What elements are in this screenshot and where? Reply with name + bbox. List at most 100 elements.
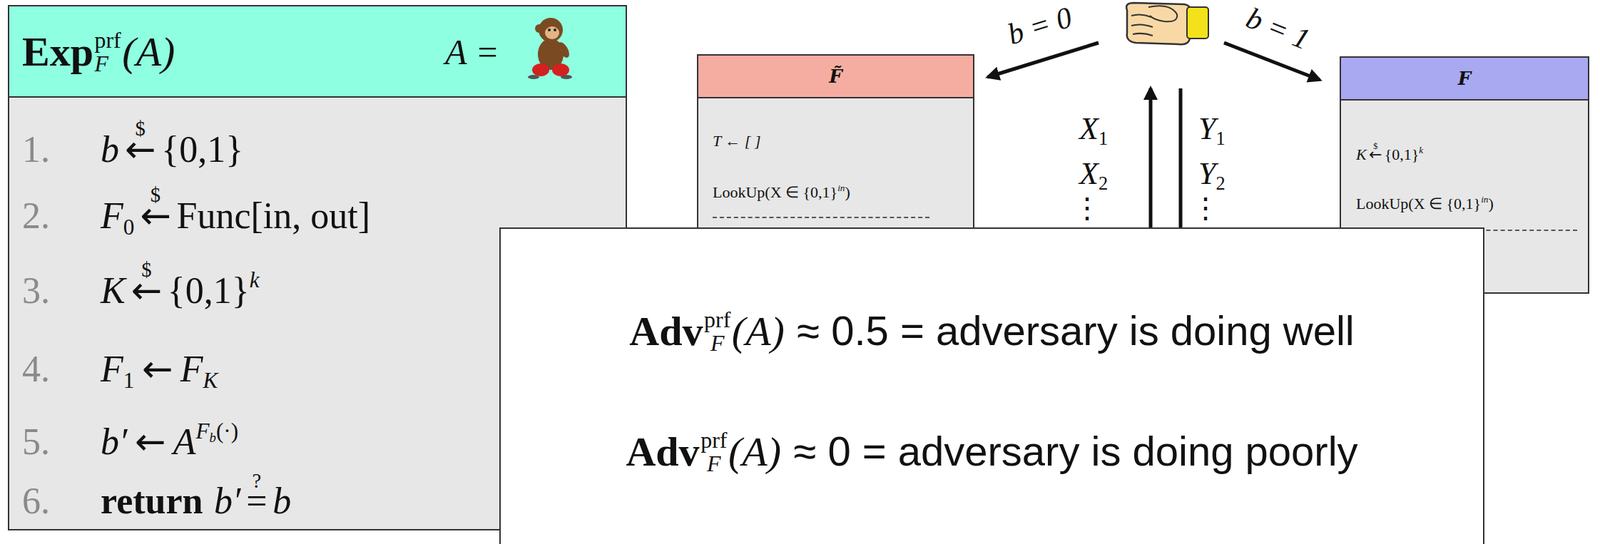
query-arrow — [1149, 88, 1153, 236]
caption-text: ≈ 0.5 = adversary is doing well — [796, 307, 1354, 354]
script-sup: in — [1480, 194, 1489, 205]
bold-text: Adv — [625, 428, 700, 476]
math-text: b = 0 — [1003, 0, 1076, 52]
step-number: 3. — [22, 268, 101, 314]
script-sup: Fb(·) — [196, 418, 239, 444]
math-text: b = 1 — [1241, 1, 1315, 57]
math-text: 1 — [1098, 127, 1108, 150]
sub-superscript: prfF — [700, 428, 727, 477]
response-line — [1179, 88, 1183, 236]
stacked-symbol: ←$ — [1368, 145, 1382, 165]
step-number: 2. — [22, 194, 101, 239]
text-row: F — [1341, 67, 1588, 90]
text-row: 2.F0←$Func[in, out] — [22, 193, 371, 242]
bold-text: Exp — [22, 28, 94, 75]
script-sup: in — [837, 182, 845, 194]
text-row: F̃ — [698, 65, 973, 88]
adversary-icon — [519, 12, 584, 81]
caption-text: ≈ 0 = adversary is doing poorly — [793, 427, 1358, 475]
math-text: F — [196, 418, 210, 444]
math-text: k — [249, 267, 260, 293]
label: b = 1 — [1241, 0, 1316, 58]
math-text: k — [1418, 144, 1424, 156]
math-text: in — [837, 182, 845, 194]
math-text: {0,1} — [167, 270, 250, 312]
math-text: X — [1079, 111, 1099, 147]
math-text: LookUp(X ∈ {0,1} — [712, 183, 838, 202]
math-text: (A) — [121, 28, 175, 75]
math-text: $ — [139, 185, 172, 207]
label: ⋮ — [1191, 191, 1220, 226]
math-text: X — [1079, 156, 1099, 192]
label: Y1 — [1198, 110, 1226, 151]
script-sub: b — [209, 430, 217, 446]
script-sup: k — [249, 267, 260, 293]
text-row: 3.K←${0,1}k — [22, 266, 260, 314]
math-text: Y — [1198, 111, 1216, 147]
script-sub: 2 — [1215, 172, 1225, 195]
stacked-symbol: ←$ — [124, 126, 157, 172]
math-text: ) — [844, 183, 850, 202]
math-text: b′ — [100, 421, 127, 463]
script-sub: 1 — [1098, 127, 1108, 150]
math-text: $ — [124, 119, 157, 140]
step-number: 1. — [22, 127, 101, 172]
text-row: AdvprfF(A)≈ 0.5 = adversary is doing wel… — [500, 306, 1484, 357]
math-text: LookUp(X ∈ {0,1} — [1356, 194, 1481, 213]
math-text: F — [100, 195, 124, 237]
sub-superscript: prfF — [704, 308, 731, 356]
math-text: F — [180, 348, 204, 390]
text-row: LookUp(X ∈ {0,1}in) — [1356, 194, 1494, 214]
text-row: T ← [ ] — [712, 131, 761, 151]
label: Y2 — [1198, 155, 1226, 196]
stacked-symbol: =? — [246, 479, 267, 524]
math-text: $ — [130, 260, 162, 282]
script-sup: k — [1418, 144, 1424, 156]
step-number: 6. — [22, 479, 101, 524]
math-text: in — [1480, 194, 1489, 205]
math-text: ? — [246, 471, 267, 493]
script-sub: K — [202, 368, 218, 394]
text-row: AdvprfF(A)≈ 0 = adversary is doing poorl… — [500, 426, 1484, 478]
label: b = 0 — [1003, 0, 1077, 53]
math-text: A = — [445, 32, 500, 73]
text-row: ExpprfF(A) — [22, 27, 175, 78]
math-text: b — [209, 430, 217, 446]
sub-superscript: prfF — [94, 28, 122, 77]
arrow-symbol: ← — [134, 420, 167, 463]
step-number: 4. — [22, 347, 101, 392]
script-sub: 0 — [123, 214, 135, 240]
script-sub: 1 — [1215, 127, 1225, 150]
math-text: F — [704, 331, 731, 356]
math-text: K — [1356, 145, 1367, 164]
text-row: 1.b←${0,1} — [22, 126, 244, 172]
math-text: prf — [700, 428, 727, 453]
math-text: b — [272, 480, 292, 522]
text-row: K←${0,1}k — [1356, 144, 1424, 165]
text-row: A = — [445, 30, 500, 74]
math-text: (A) — [728, 428, 782, 476]
text-row: 4.F1←FK — [22, 346, 218, 395]
math-text: F — [94, 52, 122, 77]
math-text: $ — [1368, 141, 1382, 151]
math-text: K — [202, 368, 218, 394]
stacked-symbol: ←$ — [139, 193, 172, 239]
math-text: A — [173, 421, 197, 463]
dashed-divider — [712, 216, 930, 219]
script-sub: 1 — [123, 368, 135, 394]
math-text: prf — [704, 308, 731, 333]
text-row: LookUp(X ∈ {0,1}in) — [712, 182, 851, 203]
label: ⋮ — [1072, 191, 1102, 226]
function-box: AdvprfF(A)≈ 0.5 = adversary is doing wel… — [499, 227, 1485, 544]
arrow-symbol: ← — [141, 347, 174, 391]
math-text: 1 — [123, 368, 135, 394]
math-text: ⋮ — [1191, 191, 1220, 224]
text-row: 5.b′←AFb(·) — [22, 418, 239, 465]
math-text: 0 — [123, 214, 135, 240]
math-text: b′ — [213, 480, 241, 522]
math-text: {0,1} — [1384, 145, 1420, 164]
stacked-symbol: ←$ — [130, 268, 162, 314]
hand-icon — [1126, 2, 1209, 45]
math-text: F — [100, 348, 124, 390]
